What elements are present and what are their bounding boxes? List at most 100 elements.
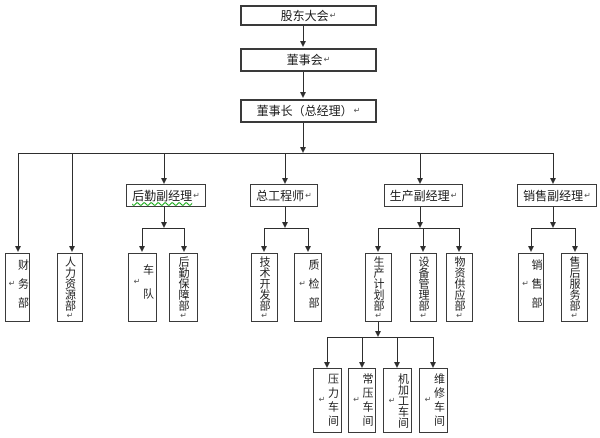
- paragraph-mark-icon: ↵: [584, 190, 591, 200]
- connector-line: [531, 228, 532, 246]
- org-node-logistics-deputy-manager: 后勤副经理↵: [126, 184, 206, 207]
- node-label: 售后服务部: [568, 255, 581, 311]
- connector-line: [285, 207, 286, 222]
- node-label: 股东大会: [280, 8, 329, 23]
- connector-rail-line: [142, 228, 185, 229]
- arrowhead-down: [430, 362, 436, 368]
- connector-line: [420, 207, 421, 222]
- paragraph-mark-icon: ↵: [317, 394, 327, 407]
- paragraph-mark-icon: ↵: [387, 396, 397, 405]
- org-node-material-supply-dept: 物资供应部↵: [446, 253, 473, 322]
- org-node-tech-development-dept: 技术开发部↵: [251, 253, 278, 322]
- org-node-production-planning-dept: 生产计划部↵: [365, 253, 392, 322]
- arrowhead-down: [420, 246, 426, 252]
- org-node-equipment-management-dept: 设备管理部↵: [410, 253, 437, 322]
- connector-line: [308, 228, 309, 246]
- arrowhead-down: [375, 246, 381, 252]
- arrowhead-down: [550, 222, 556, 228]
- paragraph-mark-icon: ↵: [260, 310, 269, 320]
- connector-line: [553, 207, 554, 222]
- paragraph-mark-icon: ↵: [353, 106, 361, 115]
- arrowhead-down: [300, 92, 306, 98]
- node-label: 销售副经理: [523, 188, 584, 203]
- connector-line: [327, 337, 328, 362]
- connector-line: [303, 123, 304, 147]
- connector-bus-line: [18, 153, 554, 154]
- connector-line: [264, 228, 265, 246]
- arrowhead-down: [394, 362, 400, 368]
- connector-line: [397, 337, 398, 362]
- connector-line: [184, 228, 185, 246]
- arrowhead-down: [161, 222, 167, 228]
- connector-line: [378, 228, 379, 246]
- org-node-logistics-support-dept: 后勤保障部↵: [169, 253, 198, 322]
- org-node-production-deputy-manager: 生产副经理↵: [384, 184, 463, 207]
- connector-rail-line: [327, 337, 434, 338]
- node-label: 生产计划部: [372, 255, 385, 311]
- org-node-atmospheric-workshop: 常压车间↵: [348, 368, 376, 433]
- arrowhead-down: [528, 246, 534, 252]
- node-label: 质检部: [307, 259, 320, 316]
- node-label: 董事长（总经理）: [256, 104, 353, 118]
- paragraph-mark-icon: ↵: [374, 310, 383, 320]
- arrowhead-down: [69, 246, 75, 252]
- org-node-pressure-workshop: 压力车间↵: [313, 368, 342, 433]
- connector-rail-line: [531, 228, 575, 229]
- node-label: 机加工车间: [396, 373, 410, 428]
- node-label: 维修车间: [432, 372, 446, 429]
- connector-line: [303, 26, 304, 42]
- paragraph-mark-icon: ↵: [132, 276, 142, 299]
- arrowhead-down: [550, 178, 556, 184]
- node-label: 销售部: [530, 259, 543, 316]
- arrowhead-down: [15, 246, 21, 252]
- node-label: 人力资源部: [63, 255, 77, 311]
- paragraph-mark-icon: ↵: [65, 310, 75, 320]
- org-node-sales-deputy-manager: 销售副经理↵: [517, 184, 597, 207]
- connector-line: [433, 337, 434, 362]
- arrowhead-down: [139, 246, 145, 252]
- paragraph-mark-icon: ↵: [423, 394, 433, 407]
- node-label: 财务部: [16, 259, 30, 316]
- arrowhead-down: [181, 246, 187, 252]
- org-node-shareholders: 股东大会↵: [240, 5, 377, 26]
- arrowhead-down: [359, 362, 365, 368]
- paragraph-mark-icon: ↵: [352, 394, 361, 407]
- paragraph-mark-icon: ↵: [450, 190, 458, 200]
- paragraph-mark-icon: ↵: [305, 190, 312, 200]
- paragraph-mark-icon: ↵: [298, 279, 307, 296]
- paragraph-mark-icon: ↵: [7, 279, 17, 296]
- org-node-maintenance-workshop: 维修车间↵: [419, 368, 448, 433]
- org-node-after-sales-service-dept: 售后服务部↵: [561, 253, 588, 322]
- paragraph-mark-icon: ↵: [455, 310, 464, 320]
- node-label: 后勤副经理: [132, 188, 193, 203]
- org-node-fleet: 车队↵: [128, 253, 157, 322]
- arrowhead-down: [261, 246, 267, 252]
- org-node-chief-engineer: 总工程师↵: [250, 184, 318, 207]
- node-label: 后勤保障部: [177, 255, 190, 311]
- connector-line: [423, 228, 424, 246]
- paragraph-mark-icon: ↵: [323, 55, 331, 64]
- arrowhead-down: [282, 178, 288, 184]
- org-node-finance-dept: 财务部↵: [5, 253, 30, 322]
- arrowhead-down: [375, 331, 381, 337]
- connector-rail-line: [264, 228, 308, 229]
- arrowhead-down: [572, 246, 578, 252]
- connector-line: [420, 153, 421, 178]
- arrowhead-down: [417, 178, 423, 184]
- org-node-machining-workshop: 机加工车间↵: [383, 368, 412, 433]
- paragraph-mark-icon: ↵: [179, 310, 188, 320]
- node-label: 技术开发部: [258, 255, 271, 311]
- connector-line: [72, 153, 73, 246]
- connector-line: [459, 228, 460, 246]
- connector-line: [164, 207, 165, 222]
- connector-line: [362, 337, 363, 362]
- connector-line: [303, 72, 304, 92]
- paragraph-mark-icon: ↵: [521, 279, 530, 296]
- node-label: 生产副经理: [389, 188, 450, 203]
- node-label: 常压车间: [361, 372, 374, 429]
- arrowhead-down: [161, 178, 167, 184]
- connector-rail-line: [378, 228, 460, 229]
- org-node-board: 董事会↵: [240, 48, 377, 72]
- connector-line: [18, 153, 19, 246]
